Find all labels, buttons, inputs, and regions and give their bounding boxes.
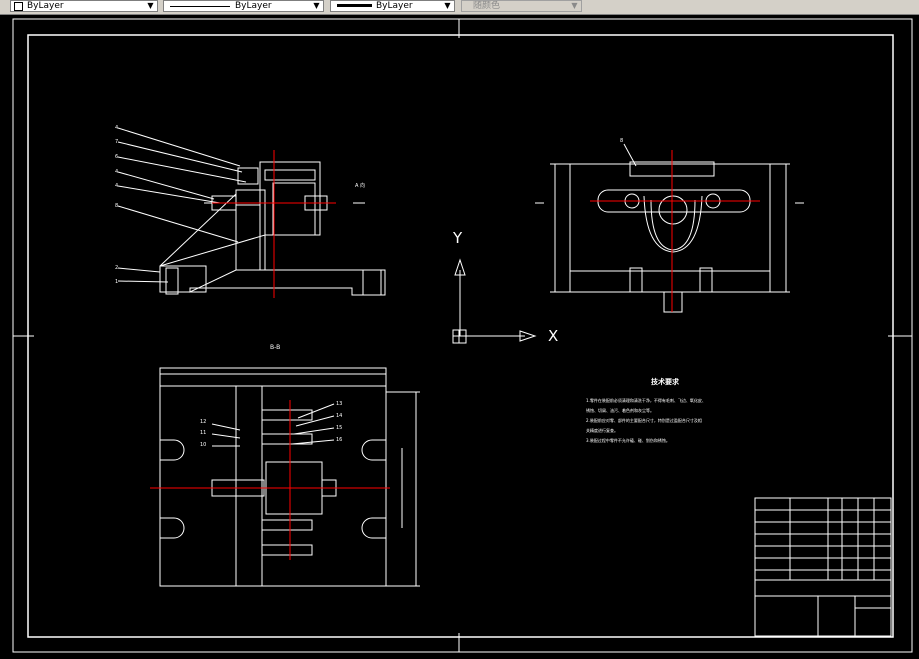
title-block [754,497,892,637]
dropdown-arrow-icon: ▼ [571,1,578,10]
svg-text:8: 8 [115,203,118,209]
view-label-top-right: A 向 [355,183,366,189]
svg-text:11: 11 [200,430,206,436]
lineweight-preview [337,4,372,7]
plotstyle-combo: 随颜色 ▼ [461,0,582,12]
svg-text:1: 1 [115,279,118,285]
svg-text:13: 13 [336,401,342,407]
svg-text:8: 8 [620,138,623,144]
svg-text:12: 12 [200,419,206,425]
dropdown-arrow-icon[interactable]: ▼ [313,1,320,10]
lineweight-combo[interactable]: ByLayer ▼ [330,0,455,12]
svg-text:15: 15 [336,425,342,431]
svg-text:14: 14 [336,413,342,419]
svg-text:7: 7 [115,139,118,145]
side-view [117,127,386,296]
svg-text:16: 16 [336,437,342,443]
ucs-x-label: X [548,327,559,345]
plotstyle-combo-value: 随颜色 [473,1,501,11]
linetype-combo[interactable]: ByLayer ▼ [163,0,324,12]
svg-text:2: 2 [115,265,118,271]
a-view [535,143,804,313]
tech-req-line: 1.零件在装配前必须清理和清洗干净，不得有毛刺、飞边、氧化皮、 [586,398,706,403]
ucs-y-label: Y [453,229,463,247]
linetype-preview [170,6,230,7]
tech-req-line: 2.装配前应对零、部件的主要配合尺寸，特别是过盈配合尺寸及相 [586,418,702,423]
centerlines [150,150,760,560]
ucs-icon [452,258,537,344]
view-label-bottom: B-B [270,344,281,351]
svg-text:4: 4 [115,169,118,175]
svg-text:4: 4 [115,125,118,131]
dropdown-arrow-icon[interactable]: ▼ [444,1,451,10]
color-swatch-icon [14,2,23,11]
tech-req-line: 锈蚀、切屑、油污、着色剂和灰尘等。 [586,408,654,413]
b-b-section-view [159,367,420,587]
properties-toolbar: ByLayer ▼ ByLayer ▼ ByLayer ▼ 随颜色 ▼ [0,0,919,15]
linetype-combo-value: ByLayer [235,1,272,11]
layer-color-combo[interactable]: ByLayer ▼ [10,0,158,12]
tech-req-title: 技术要求 [651,378,679,386]
layer-combo-value: ByLayer [27,1,64,11]
tech-req-line: 3.装配过程中零件不允许磕、碰、划伤和锈蚀。 [586,438,670,443]
svg-text:10: 10 [200,442,206,448]
tech-req-line: 关精度进行复查。 [586,428,618,433]
svg-text:4: 4 [115,183,118,189]
tech-req-body: 1.零件在装配前必须清理和清洗干净，不得有毛刺、飞边、氧化皮、 锈蚀、切屑、油污… [586,396,706,446]
lineweight-combo-value: ByLayer [376,1,413,11]
svg-text:6: 6 [115,154,118,160]
cad-drawing: 4 7 6 4 4 8 2 1 8 12 11 10 13 14 15 16 [12,18,913,653]
dropdown-arrow-icon[interactable]: ▼ [147,1,154,10]
